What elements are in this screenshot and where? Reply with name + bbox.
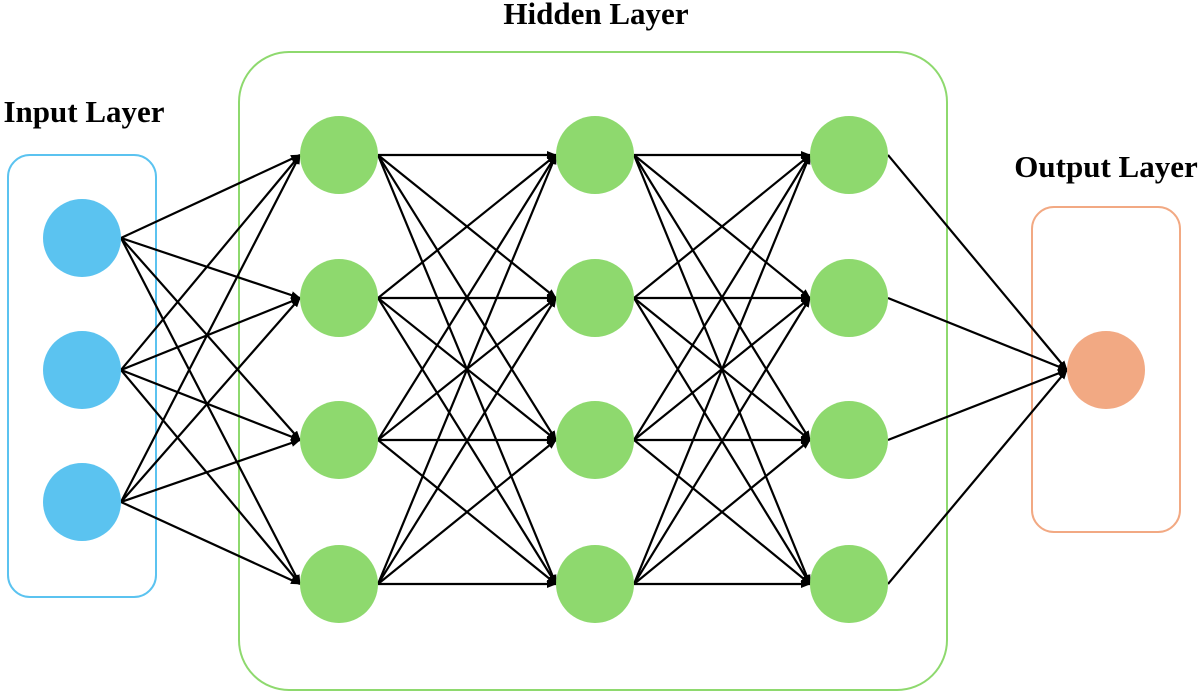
hidden-neuron-l1-2 bbox=[300, 259, 378, 337]
hidden-neuron-l2-4 bbox=[556, 545, 634, 623]
connection-arrow bbox=[377, 297, 557, 585]
connection-arrow bbox=[632, 154, 812, 585]
hidden-neuron-l3-2 bbox=[810, 259, 888, 337]
connection-arrow bbox=[120, 368, 301, 442]
connection-arrow bbox=[120, 237, 301, 585]
hidden-neuron-l1-1 bbox=[300, 116, 378, 194]
connection-arrow bbox=[120, 236, 301, 300]
connection-arrow bbox=[377, 439, 557, 585]
connection-arrow bbox=[120, 500, 301, 586]
connection-arrow bbox=[120, 296, 301, 372]
hidden-neuron-l2-2 bbox=[556, 259, 634, 337]
neurons-group bbox=[43, 116, 1145, 623]
hidden-layer-title: Hidden Layer bbox=[503, 0, 688, 31]
output-layer-title: Output Layer bbox=[1014, 149, 1198, 184]
hidden-neuron-l3-4 bbox=[810, 545, 888, 623]
hidden-neuron-l1-4 bbox=[300, 545, 378, 623]
input-layer-title: Input Layer bbox=[3, 94, 164, 129]
connection-arrow bbox=[120, 237, 301, 441]
connection-arrow bbox=[120, 154, 301, 371]
connection-arrow bbox=[887, 369, 1068, 585]
connection-arrow bbox=[120, 438, 301, 504]
hidden-neuron-l2-3 bbox=[556, 401, 634, 479]
connection-arrow bbox=[120, 369, 301, 585]
connection-arrow bbox=[377, 154, 557, 299]
input-neuron-3 bbox=[43, 463, 121, 541]
hidden-neuron-l3-1 bbox=[810, 116, 888, 194]
hidden-neuron-l1-3 bbox=[300, 401, 378, 479]
input-neuron-1 bbox=[43, 199, 121, 277]
hidden-neuron-l3-3 bbox=[810, 401, 888, 479]
output-neuron-1 bbox=[1067, 331, 1145, 409]
connections-group bbox=[120, 151, 1068, 588]
connection-arrow bbox=[633, 297, 811, 585]
connection-arrow bbox=[887, 154, 1068, 371]
connection-arrow bbox=[120, 297, 301, 503]
connection-arrow bbox=[887, 296, 1068, 372]
connection-arrow bbox=[120, 154, 301, 239]
connection-arrow bbox=[376, 154, 558, 585]
connection-arrow bbox=[377, 154, 557, 441]
connection-arrow bbox=[633, 439, 811, 585]
input-neuron-2 bbox=[43, 331, 121, 409]
connection-arrow bbox=[887, 368, 1068, 442]
connection-arrow bbox=[120, 154, 301, 503]
connection-arrow bbox=[633, 154, 811, 299]
input-layer-box bbox=[7, 154, 157, 598]
hidden-neuron-l2-1 bbox=[556, 116, 634, 194]
connection-arrow bbox=[633, 154, 811, 441]
output-layer-box bbox=[1031, 206, 1181, 533]
